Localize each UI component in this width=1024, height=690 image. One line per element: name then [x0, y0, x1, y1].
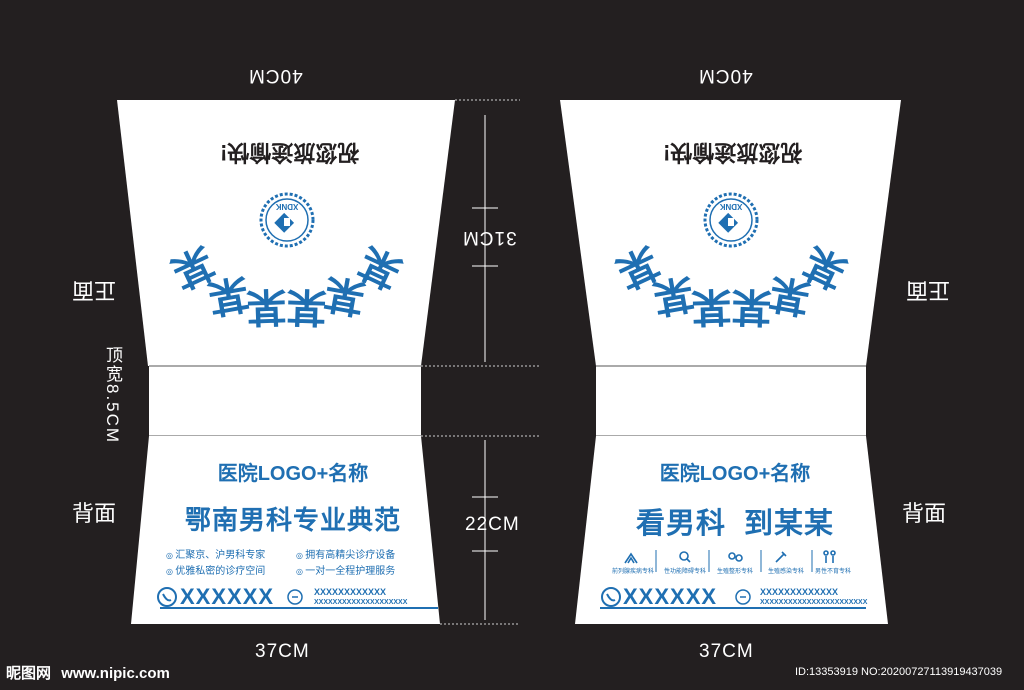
left-greeting: 祝您旅途愉快! — [220, 140, 360, 165]
right-arc-char: 某 — [766, 270, 813, 320]
left-top-width-label: 40CM — [248, 65, 303, 86]
right-icon-label: 性功能障碍专科 — [664, 569, 707, 575]
left-hospital-title: 医院LOGO+名称 — [217, 463, 369, 485]
right-back-label: 背面 — [902, 501, 947, 526]
magnifier-icon — [679, 551, 691, 563]
right-bag-back-panel — [575, 436, 888, 624]
left-feature-2: 拥有高精尖诊疗设备 — [296, 546, 395, 561]
right-bag-top-strip — [596, 366, 866, 436]
right-slogan: 看男科 到某某 — [635, 508, 835, 540]
footer-id: ID:13353919 NO:20200727113919437039 — [795, 666, 1003, 678]
right-icon-label: 男性不育专科 — [815, 569, 852, 575]
back-height-label: 22CM — [465, 514, 520, 535]
right-arc-char: 某 — [650, 270, 697, 320]
left-logo-text: XDNK — [275, 202, 298, 211]
left-hospital-logo-icon — [259, 192, 315, 248]
left-contact-line-b: XXXXXXXXXXXXXXXXXXXX — [314, 599, 408, 606]
syringe-icon — [775, 551, 787, 563]
left-front-width-label: 32CM — [254, 337, 309, 358]
link-icon — [728, 552, 743, 562]
left-slogan: 鄂南男科专业典范 — [184, 505, 401, 535]
right-phone-icon — [601, 587, 621, 607]
top-depth-label: 顶宽8.5CM — [103, 346, 122, 445]
footer-site: 昵图网 www.nipic.com — [6, 662, 170, 683]
right-chat-icon — [735, 589, 751, 605]
left-feature-3: 优雅私密的诊疗空间 — [166, 562, 265, 577]
right-icon-label: 前列腺疾病专科 — [612, 569, 655, 575]
left-arc-char: 某 — [286, 283, 328, 328]
footer-site-name: 昵图网 — [6, 665, 52, 682]
right-top-width-label: 40CM — [698, 65, 753, 86]
left-front-label: 正面 — [72, 278, 117, 303]
right-front-label: 正面 — [906, 278, 951, 303]
right-icon-label: 生殖感染专科 — [768, 569, 805, 575]
right-phone-number: XXXXXX — [623, 584, 718, 609]
right-hospital-title: 医院LOGO+名称 — [659, 463, 811, 485]
right-arc-char: 某 — [731, 283, 773, 328]
left-feature-1: 汇聚京、沪男科专家 — [166, 546, 265, 561]
family-icon — [823, 550, 836, 563]
left-bag-back-panel — [131, 436, 440, 624]
right-bag-front-panel — [560, 100, 901, 366]
left-arc-char: 某 — [205, 270, 252, 320]
left-phone-number: XXXXXX — [180, 584, 275, 609]
left-phone-icon — [157, 587, 177, 607]
tent-icon — [624, 552, 638, 564]
right-icon-label: 生殖整形专科 — [717, 569, 754, 575]
right-contact-line-b: XXXXXXXXXXXXXXXXXXXXXXX — [760, 599, 868, 606]
right-logo-text: XDNK — [719, 202, 742, 211]
left-arc-char: 某 — [246, 283, 288, 328]
front-height-label: 31CM — [462, 227, 517, 248]
right-contact-line-a: XXXXXXXXXXXXX — [760, 587, 839, 597]
right-front-width-label: 32CM — [699, 337, 754, 358]
right-greeting: 祝您旅途愉快! — [663, 140, 803, 165]
left-bag-top-strip — [149, 366, 421, 436]
left-back-label: 背面 — [72, 501, 117, 526]
left-arc-char: 某 — [321, 270, 368, 320]
right-bottom-width-label: 37CM — [699, 641, 754, 662]
left-contact-line-a: XXXXXXXXXXXX — [314, 587, 387, 597]
left-feature-4: 一对一全程护理服务 — [296, 562, 395, 577]
left-bottom-width-label: 37CM — [255, 641, 310, 662]
right-arc-char: 某 — [691, 283, 733, 328]
left-chat-icon — [287, 589, 303, 605]
left-bag-front-panel — [117, 100, 455, 366]
footer-site-url[interactable]: www.nipic.com — [61, 665, 170, 682]
